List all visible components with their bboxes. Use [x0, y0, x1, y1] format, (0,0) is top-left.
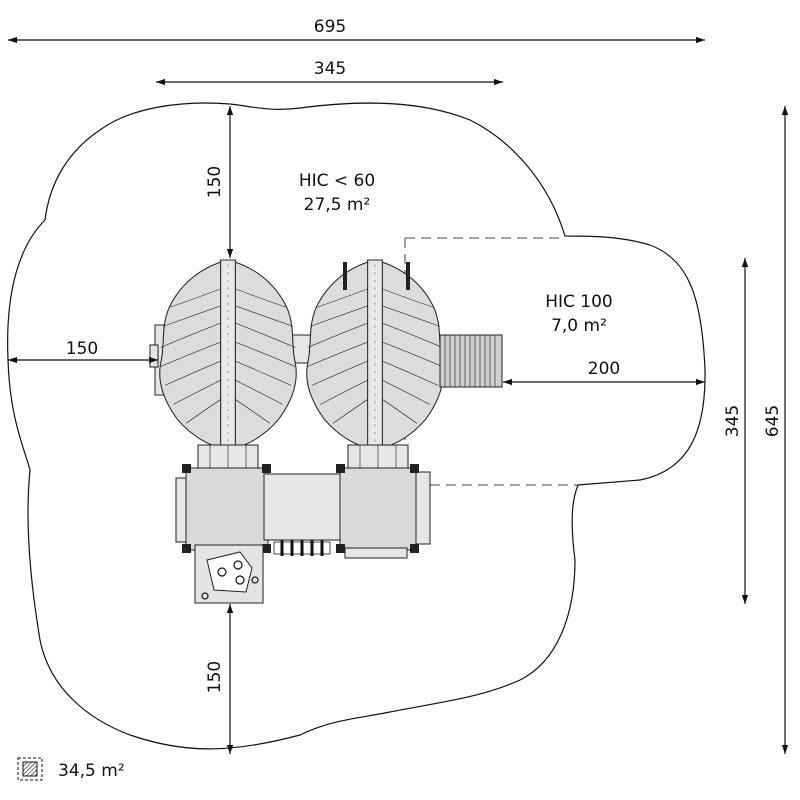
legend-total-area: 34,5 m²: [58, 761, 125, 781]
ladder: [273, 540, 331, 556]
hatched-square-icon: [22, 761, 38, 777]
dim-bottom-clearance: 150: [205, 661, 225, 693]
right-platform: [339, 467, 417, 551]
zone-main-area: 27,5 m²: [304, 195, 371, 215]
left-leaf-roof: [159, 259, 297, 451]
climbing-panel: [194, 544, 264, 604]
left-platform: [185, 467, 269, 551]
dim-zone-depth: 345: [723, 405, 743, 437]
bridge-platform: [263, 473, 345, 541]
zone-slide-label: HIC 100: [545, 292, 613, 312]
play-equipment: [149, 259, 503, 604]
dim-left-clearance: 150: [66, 339, 98, 359]
dim-overall-width: 695: [314, 17, 346, 37]
zone-slide-area: 7,0 m²: [551, 316, 607, 336]
safety-zone-outline: [7, 102, 706, 750]
slide: [439, 334, 503, 388]
dim-overall-depth: 645: [763, 405, 783, 437]
dim-slide-clearance: 200: [588, 359, 620, 379]
dim-equipment-width: 345: [314, 59, 346, 79]
zone-main-label: HIC < 60: [299, 171, 375, 191]
legend: 34,5 m²: [17, 757, 125, 781]
right-leaf-roof: [306, 259, 444, 451]
dim-top-clearance: 150: [205, 166, 225, 198]
